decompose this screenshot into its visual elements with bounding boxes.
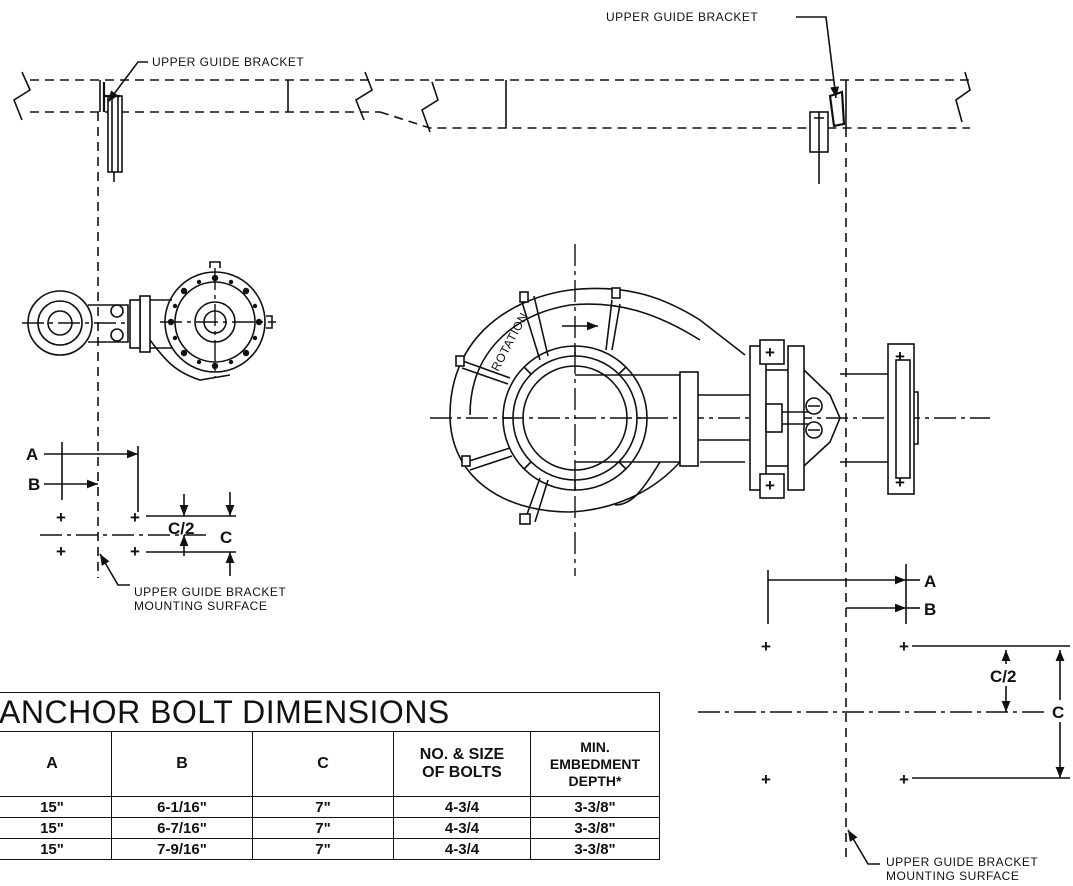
- table-row: 15" 6-7/16" 7" 4-3/4 3-3/8": [0, 817, 660, 839]
- svg-text:+: +: [895, 473, 905, 492]
- large-pump-view: ROTATION + + + +: [430, 244, 990, 576]
- cell-a: 15": [0, 796, 112, 818]
- svg-text:+: +: [765, 476, 775, 495]
- svg-text:B: B: [924, 600, 936, 619]
- cell-b: 6-7/16": [111, 817, 253, 839]
- cell-bolts: 4-3/4: [393, 796, 531, 818]
- svg-text:A: A: [924, 572, 936, 591]
- label-upper-guide-bracket-left: UPPER GUIDE BRACKET: [107, 55, 304, 103]
- svg-text:MOUNTING SURFACE: MOUNTING SURFACE: [134, 599, 267, 613]
- svg-text:MOUNTING SURFACE: MOUNTING SURFACE: [886, 869, 1019, 883]
- svg-text:B: B: [28, 475, 40, 494]
- cell-c: 7": [252, 796, 394, 818]
- svg-text:C: C: [220, 528, 232, 547]
- cell-b: 7-9/16": [111, 838, 253, 860]
- svg-text:+: +: [761, 770, 771, 789]
- header-a: A: [0, 731, 112, 797]
- left-rail-bracket: [102, 82, 123, 182]
- cell-c: 7": [252, 838, 394, 860]
- left-anchor-bolt-pattern: + + + +: [40, 508, 210, 561]
- svg-text:C/2: C/2: [990, 667, 1016, 686]
- svg-text:C/2: C/2: [168, 519, 194, 538]
- svg-text:+: +: [130, 542, 140, 561]
- cell-embedment: 3-3/8": [530, 817, 660, 839]
- svg-text:A: A: [26, 445, 38, 464]
- left-dimension-c: C/2 C: [146, 492, 236, 576]
- cell-bolts: 4-3/4: [393, 838, 531, 860]
- svg-text:+: +: [56, 508, 66, 527]
- table-title: ANCHOR BOLT DIMENSIONS: [0, 692, 660, 732]
- cell-a: 15": [0, 838, 112, 860]
- label-mounting-surface-left: UPPER GUIDE BRACKET MOUNTING SURFACE: [99, 553, 286, 613]
- left-dimension-a: A: [26, 442, 139, 512]
- svg-text:+: +: [761, 637, 771, 656]
- svg-text:UPPER GUIDE BRACKET: UPPER GUIDE BRACKET: [886, 855, 1038, 869]
- svg-text:+: +: [765, 343, 775, 362]
- table-row: 15" 6-1/16" 7" 4-3/4 3-3/8": [0, 796, 660, 818]
- label-mounting-surface-right: UPPER GUIDE BRACKET MOUNTING SURFACE: [847, 829, 1038, 883]
- cell-embedment: 3-3/8": [530, 838, 660, 860]
- svg-text:C: C: [1052, 703, 1064, 722]
- cell-a: 15": [0, 817, 112, 839]
- svg-text:UPPER GUIDE BRACKET: UPPER GUIDE BRACKET: [134, 585, 286, 599]
- cell-embedment: 3-3/8": [530, 796, 660, 818]
- svg-text:+: +: [899, 770, 909, 789]
- right-dimension-b: B: [846, 600, 936, 619]
- header-c: C: [252, 731, 394, 797]
- cell-b: 6-1/16": [111, 796, 253, 818]
- label-upper-guide-bracket-right: UPPER GUIDE BRACKET: [606, 10, 840, 99]
- small-pump-view: [22, 261, 276, 381]
- left-dimension-b: B: [28, 475, 98, 494]
- svg-text:+: +: [130, 508, 140, 527]
- header-b: B: [111, 731, 253, 797]
- right-dimension-c: C/2 C: [988, 650, 1072, 778]
- right-rail-bracket: [809, 90, 846, 184]
- cell-c: 7": [252, 817, 394, 839]
- svg-text:UPPER GUIDE BRACKET: UPPER GUIDE BRACKET: [606, 10, 758, 24]
- cell-bolts: 4-3/4: [393, 817, 531, 839]
- svg-text:+: +: [895, 347, 905, 366]
- svg-text:+: +: [899, 637, 909, 656]
- table-row: 15" 7-9/16" 7" 4-3/4 3-3/8": [0, 838, 660, 860]
- top-rail: [13, 71, 971, 133]
- right-dimension-a: A: [767, 564, 936, 624]
- svg-text:UPPER GUIDE BRACKET: UPPER GUIDE BRACKET: [152, 55, 304, 69]
- svg-text:+: +: [56, 542, 66, 561]
- right-anchor-bolt-pattern: + + + +: [698, 637, 1070, 789]
